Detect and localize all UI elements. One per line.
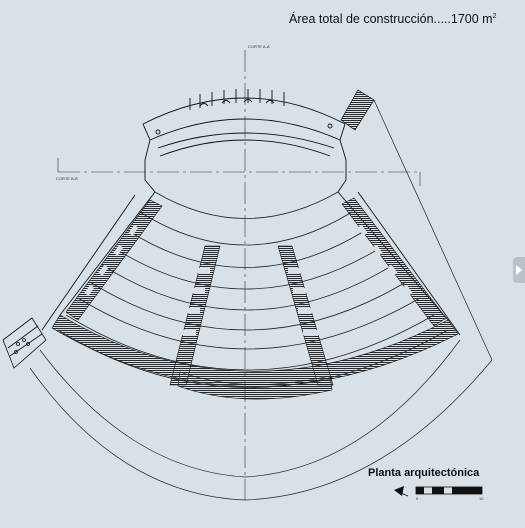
top-building	[142, 89, 346, 157]
cut-a-label: CORTE A-A'	[248, 44, 271, 49]
north-arrow-icon	[394, 486, 409, 497]
side-panel-tab[interactable]	[513, 257, 525, 283]
construction-area-label: Área total de construcción.....1700 m2	[289, 12, 497, 26]
rear-hatched-band	[51, 314, 459, 400]
site-boundary	[29, 99, 493, 501]
chevron-right-icon	[516, 265, 522, 275]
aisle-breaks	[84, 224, 413, 335]
top-right-stair	[340, 89, 375, 131]
seating-rows	[57, 191, 449, 388]
service-block	[2, 317, 47, 369]
plan-title: Planta arquitectónica	[368, 467, 480, 479]
fan-walls	[41, 139, 461, 336]
scale-bar	[415, 486, 483, 495]
cut-b-label: CORTE B-B'	[56, 176, 79, 181]
scale-start-label: 0	[416, 496, 419, 501]
axis-lines	[57, 50, 421, 500]
scale-end-label: 10	[479, 496, 484, 501]
